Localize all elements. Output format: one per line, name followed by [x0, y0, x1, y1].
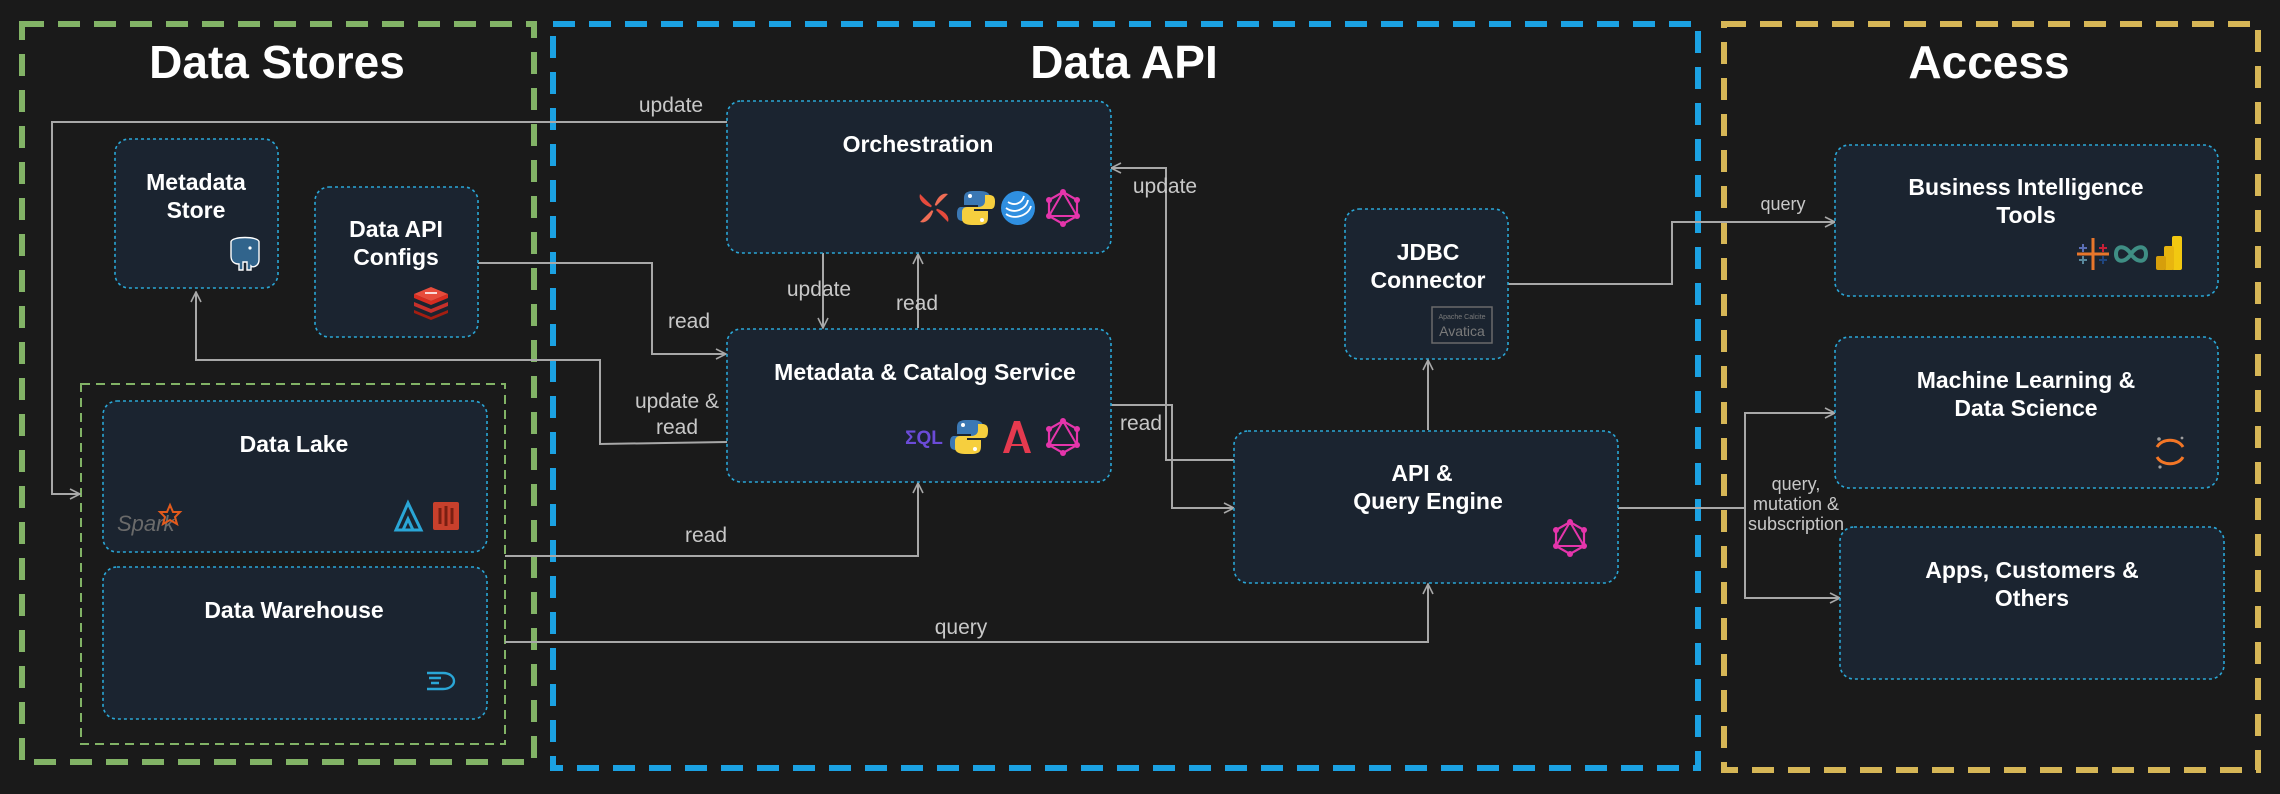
edge-label-read-lake: read: [685, 524, 727, 547]
apps-label-2: Others: [1995, 585, 2069, 611]
edge-jdbc-query-bi: [1508, 222, 1835, 285]
jdbc-connector-label-1: JDBC: [1397, 239, 1460, 265]
metadata-store-label-1: Metadata: [146, 169, 246, 195]
redis-icon: [414, 287, 448, 320]
warehouse-stream-icon: [427, 671, 456, 691]
edge-label-update-read-2: read: [656, 416, 698, 439]
data-api-configs-node[interactable]: Data API Configs: [314, 186, 479, 338]
data-warehouse-node[interactable]: Data Warehouse: [102, 566, 488, 720]
edge-label-read-mid: read: [896, 292, 938, 315]
data-api-configs-label-2: Configs: [353, 244, 439, 270]
edge-label-read-catalog: read: [1120, 412, 1162, 435]
edge-label-query-multi-3: subscription: [1748, 514, 1844, 534]
edge-catalog-read-engine: [1111, 404, 1234, 508]
edge-label-update-top: update: [639, 94, 703, 117]
tableau-icon: [2077, 238, 2109, 270]
arrow-a-icon: [1003, 421, 1031, 453]
apps-node[interactable]: Apps, Customers & Others: [1839, 526, 2225, 680]
data-api-configs-label-1: Data API: [349, 216, 443, 242]
edge-engine-update-orchestration: [1111, 168, 1234, 461]
bi-tools-label-2: Tools: [1996, 202, 2056, 228]
bi-tools-label-1: Business Intelligence: [1908, 174, 2143, 200]
orchestration-label: Orchestration: [843, 131, 994, 157]
edge-labels: update update update read read update & …: [635, 94, 1844, 639]
avatica-small-text: Apache Calcite: [1438, 314, 1485, 321]
ml-ds-node[interactable]: Machine Learning & Data Science: [1834, 336, 2219, 489]
storage-group: [80, 383, 506, 745]
data-stores-section: [19, 21, 537, 765]
jdbc-connector-label-2: Connector: [1371, 267, 1486, 293]
apache-spark-logo: Spark: [117, 502, 183, 536]
looker-infinity-icon: [2113, 245, 2149, 263]
jdbc-connector-node[interactable]: JDBC Connector Apache Calcite Avatica: [1344, 208, 1509, 360]
edge-catalog-update-read-metadata-store: [196, 292, 728, 446]
edge-label-update-orchestration: update: [1133, 175, 1197, 198]
data-lake-node[interactable]: Data Lake Spark: [102, 400, 488, 553]
data-api-section: [550, 21, 1701, 771]
edge-label-query-multi-2: mutation &: [1753, 494, 1839, 514]
metadata-store-node[interactable]: Metadata Store: [114, 138, 279, 289]
bi-tools-node[interactable]: Business Intelligence Tools: [1834, 144, 2219, 297]
api-query-engine-node[interactable]: API & Query Engine: [1233, 430, 1619, 584]
dagster-icon: [1001, 191, 1035, 225]
avatica-text: Avatica: [1439, 323, 1485, 339]
edges: [51, 121, 1840, 643]
eql-icon: ΣQL: [905, 428, 943, 449]
edge-label-update-read-1: update &: [635, 390, 719, 413]
orchestration-node[interactable]: Orchestration: [726, 100, 1112, 254]
api-query-engine-label-1: API &: [1391, 460, 1452, 486]
edge-label-query-bi: query: [1760, 194, 1805, 214]
api-query-engine-label-2: Query Engine: [1353, 488, 1503, 514]
ml-ds-label-2: Data Science: [1954, 395, 2097, 421]
power-bi-icon: [2156, 236, 2182, 270]
edge-update-orchestration-to-lake: [51, 121, 727, 494]
edge-lake-read-catalog: [505, 483, 918, 557]
edge-configs-read-catalog: [478, 262, 726, 354]
metadata-catalog-label: Metadata & Catalog Service: [774, 359, 1076, 385]
apache-calcite-avatica-logo: Apache Calcite Avatica: [1431, 306, 1493, 344]
edge-label-query-multi-1: query,: [1772, 474, 1821, 494]
metadata-store-label-2: Store: [167, 197, 226, 223]
data-stores-title: Data Stores: [149, 36, 405, 88]
edge-warehouse-query-engine: [505, 584, 1428, 643]
metadata-catalog-node[interactable]: Metadata & Catalog Service ΣQL: [726, 328, 1112, 483]
airflow-pinwheel-icon: [919, 193, 949, 223]
aws-s3-icon: [433, 502, 459, 530]
jupyter-icon: [2155, 436, 2185, 469]
apps-label-1: Apps, Customers &: [1925, 557, 2138, 583]
ml-ds-label-1: Machine Learning &: [1917, 367, 2136, 393]
access-section: [1721, 21, 2261, 773]
edge-access-to-ml: [1744, 413, 1835, 508]
azure-data-lake-icon: [393, 499, 424, 532]
edge-label-update-mid: update: [787, 278, 851, 301]
access-title: Access: [1908, 36, 2069, 88]
edge-label-query-warehouse: query: [935, 616, 988, 639]
edge-label-read-configs: read: [668, 310, 710, 333]
edge-access-to-apps: [1744, 508, 1840, 598]
data-api-title: Data API: [1030, 36, 1217, 88]
data-warehouse-label: Data Warehouse: [204, 597, 383, 623]
postgresql-elephant-icon: [230, 236, 260, 271]
spark-wordmark: Spark: [117, 511, 175, 536]
data-lake-label: Data Lake: [240, 431, 349, 457]
